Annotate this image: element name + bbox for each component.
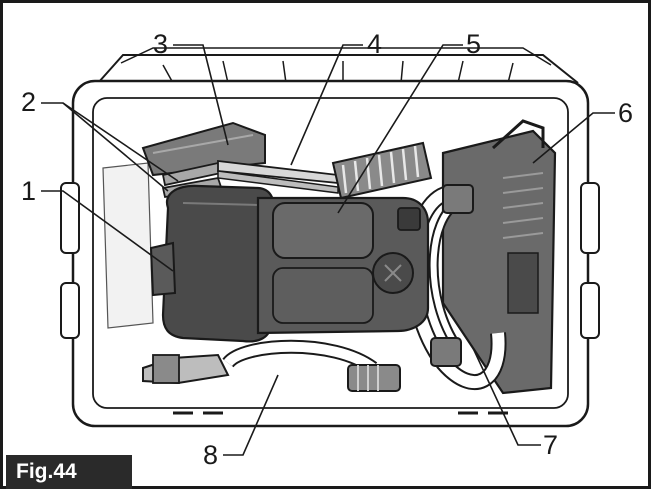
callout-7: 7 bbox=[543, 430, 559, 460]
callout-5: 5 bbox=[466, 29, 482, 59]
case-lid bbox=[97, 47, 579, 84]
part-8-bottom-hose bbox=[142, 339, 401, 392]
callout-3: 3 bbox=[153, 29, 169, 59]
part-5-pump-body bbox=[256, 196, 430, 335]
callout-1: 1 bbox=[21, 176, 37, 206]
leader-lines bbox=[41, 44, 615, 456]
storage-case-illustration bbox=[41, 44, 615, 456]
callout-8: 8 bbox=[203, 440, 219, 470]
part-1-main-unit bbox=[149, 184, 275, 343]
callout-2: 2 bbox=[21, 87, 37, 117]
callout-4: 4 bbox=[367, 29, 383, 59]
callout-6: 6 bbox=[618, 98, 634, 128]
part-3-nozzle-holder bbox=[141, 121, 266, 177]
brush bbox=[331, 141, 433, 200]
figure-label: Fig.44 bbox=[6, 455, 132, 489]
part-4-lance bbox=[217, 159, 339, 194]
